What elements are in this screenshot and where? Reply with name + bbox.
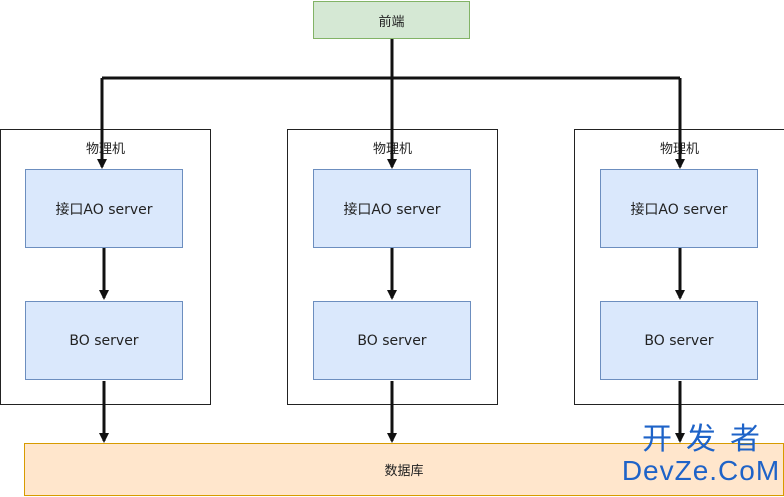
watermark-line-2: DevZe.CoM [621,455,781,486]
watermark-line-1: 开发者 [642,423,774,456]
bo-server-node-1: BO server [25,301,183,380]
frontend-node: 前端 [313,1,470,39]
bo-server-node-3: BO server [600,301,758,380]
watermark-logo: 开发者 DevZe.CoM [618,425,784,495]
physical-machine-1-label: 物理机 [85,142,125,157]
database-node: 数据库 [24,443,784,496]
ao-server-node-2: 接口AO server [313,169,471,248]
physical-machine-2-label: 物理机 [372,142,412,157]
bo-server-node-2: BO server [313,301,471,380]
ao-server-node-1: 接口AO server [25,169,183,248]
physical-machine-3-label: 物理机 [659,142,699,157]
ao-server-node-3: 接口AO server [600,169,758,248]
